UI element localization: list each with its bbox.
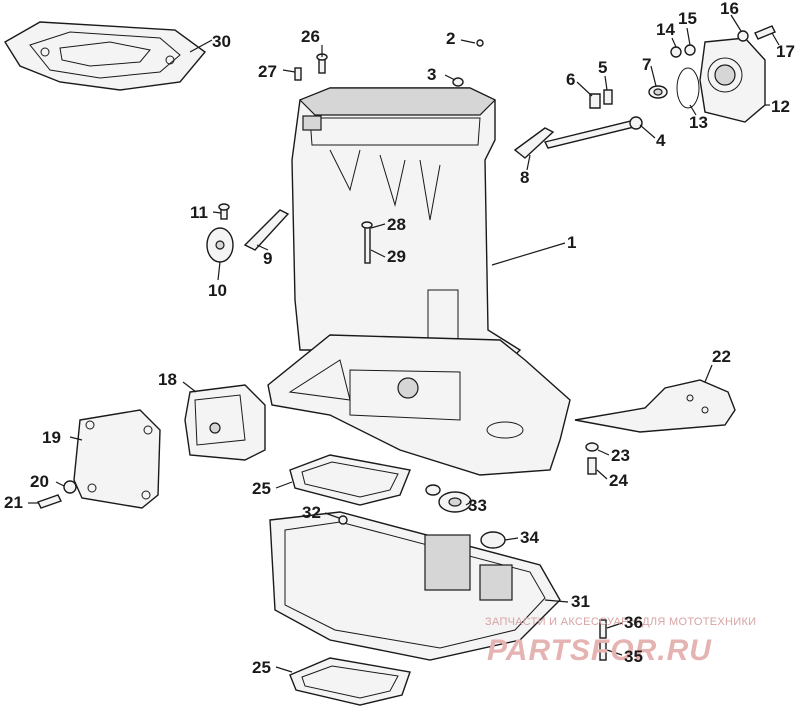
callout-35: 35 xyxy=(624,647,643,666)
callout-12: 12 xyxy=(771,97,790,116)
part-1-lower-base xyxy=(267,334,571,476)
part-21-screw xyxy=(37,494,62,509)
watermark-caption: ЗАПЧАСТИ И АКСЕССУАРЫ ДЛЯ МОТОТЕХНИКИ xyxy=(485,616,756,628)
part-25-gasket-lower xyxy=(289,657,411,706)
part-35-screw xyxy=(599,641,607,661)
part-3-nut xyxy=(452,77,464,87)
callout-24: 24 xyxy=(609,471,628,490)
callout-33: 33 xyxy=(468,496,487,515)
callout-22: 22 xyxy=(712,347,731,366)
callout-29: 29 xyxy=(387,247,406,266)
part-4-shift-shaft xyxy=(543,116,643,149)
part-14-nut xyxy=(670,46,682,58)
part-2-clip xyxy=(476,39,484,47)
part-11-screw xyxy=(218,203,230,220)
part-36-screw xyxy=(599,619,607,639)
part-31-lower-housing xyxy=(269,511,561,661)
part-30-gasket-plate xyxy=(4,21,207,91)
callout-2: 2 xyxy=(446,29,455,48)
callout-8: 8 xyxy=(520,168,529,187)
part-9-lever xyxy=(243,209,290,251)
callout-36: 36 xyxy=(624,613,643,632)
callout-34: 34 xyxy=(520,528,539,547)
callout-30: 30 xyxy=(212,32,231,51)
part-33-grommet xyxy=(425,484,472,513)
part-32-nut xyxy=(338,515,348,525)
callout-7: 7 xyxy=(642,55,651,74)
part-10-cam xyxy=(206,227,234,263)
callout-3: 3 xyxy=(427,65,436,84)
callout-28: 28 xyxy=(387,215,406,234)
callout-19: 19 xyxy=(42,428,61,447)
callout-9: 9 xyxy=(263,249,272,268)
part-13-o-ring xyxy=(676,67,700,109)
part-18-mount xyxy=(184,384,266,461)
leader-lines xyxy=(28,14,780,673)
part-12-cover-housing xyxy=(699,37,766,123)
part-1-exhaust-housing xyxy=(291,87,522,373)
callout-5: 5 xyxy=(598,58,607,77)
callout-1: 1 xyxy=(567,233,576,252)
part-20-washer xyxy=(63,480,77,494)
part-22-plate xyxy=(574,379,736,433)
callout-20: 20 xyxy=(30,472,49,491)
callout-26: 26 xyxy=(301,27,320,46)
callout-25-upper: 25 xyxy=(252,479,271,498)
callout-14: 14 xyxy=(656,20,675,39)
part-24-screw xyxy=(587,457,597,475)
part-7-bushing xyxy=(648,85,668,99)
callout-10: 10 xyxy=(208,281,227,300)
callout-21: 21 xyxy=(4,493,23,512)
callout-18: 18 xyxy=(158,370,177,389)
part-19-cover-plate xyxy=(73,409,161,509)
part-8-lever xyxy=(513,127,555,159)
part-27-screw xyxy=(294,67,302,81)
callout-6: 6 xyxy=(566,70,575,89)
callout-4: 4 xyxy=(656,131,666,150)
callout-31: 31 xyxy=(571,592,590,611)
callout-25-lower: 25 xyxy=(252,658,271,677)
part-25-gasket-upper xyxy=(289,454,411,506)
watermark-brand: PARTSFOR.RU xyxy=(487,634,712,667)
callout-23: 23 xyxy=(611,446,630,465)
part-23-washer xyxy=(585,442,599,452)
callout-32: 32 xyxy=(302,503,321,522)
part-5-pin xyxy=(603,89,613,105)
part-34-seal xyxy=(480,531,506,549)
part-6-clip xyxy=(589,93,601,109)
callout-16: 16 xyxy=(720,0,739,18)
watermark: ЗАПЧАСТИ И АКСЕССУАРЫ ДЛЯ МОТОТЕХНИКИ PA… xyxy=(485,616,756,667)
callout-15: 15 xyxy=(678,9,697,28)
callout-labels: 30 26 27 2 3 6 5 7 14 15 16 17 12 13 4 8… xyxy=(4,0,795,677)
part-29-bolt xyxy=(361,221,373,264)
callout-27: 27 xyxy=(258,62,277,81)
callout-11: 11 xyxy=(190,203,208,222)
part-16-washer xyxy=(737,30,749,42)
part-15-washer xyxy=(684,44,696,56)
part-17-screw xyxy=(754,25,776,40)
callout-13: 13 xyxy=(689,113,708,132)
callout-17: 17 xyxy=(776,42,795,61)
